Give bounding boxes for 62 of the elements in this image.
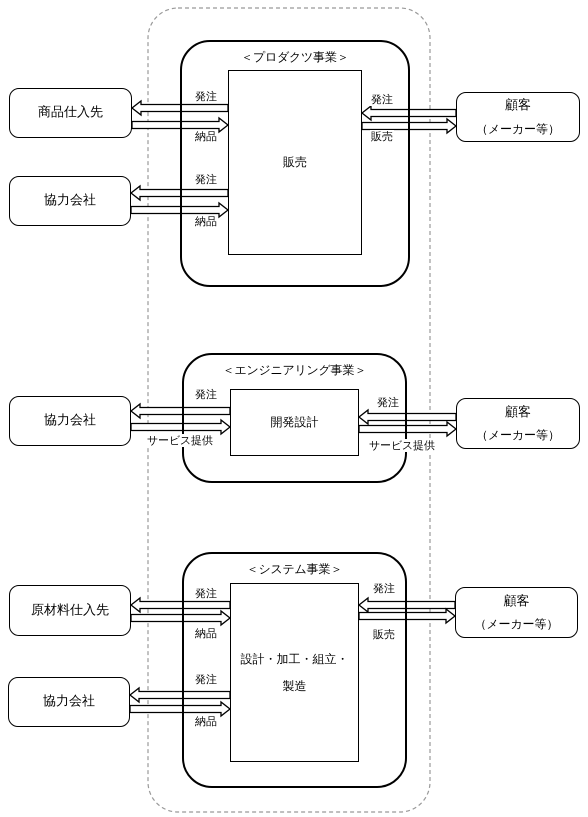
- process-box: [230, 389, 359, 456]
- section-heading: ＜システム事業＞: [246, 562, 342, 576]
- hollow-arrow: [130, 184, 229, 202]
- hollow-arrow: [130, 202, 230, 218]
- hollow-arrow: [130, 596, 231, 614]
- business-container: [182, 552, 407, 788]
- hollow-arrow: [358, 608, 456, 624]
- edge-label: 発注: [376, 396, 400, 410]
- edge-label: 販売: [372, 628, 396, 642]
- edge-label: 発注: [194, 587, 218, 600]
- entity-box: [9, 88, 132, 138]
- hollow-arrow: [358, 596, 456, 614]
- entity-box: [9, 396, 131, 446]
- entity-box: [9, 176, 131, 226]
- node-label: 商品仕入先: [38, 105, 103, 121]
- node-label: 協力会社: [44, 193, 96, 209]
- hollow-arrow: [130, 100, 229, 116]
- edge-label: サービス提供: [146, 434, 214, 448]
- hollow-arrow: [130, 610, 232, 626]
- edge-label: 販売: [370, 130, 394, 144]
- edge-label: 発注: [370, 93, 394, 106]
- hollow-arrow: [360, 104, 457, 122]
- edge-label: 発注: [372, 582, 396, 596]
- edge-label: 発注: [194, 388, 218, 402]
- edge-label: 納品: [194, 627, 218, 640]
- hollow-arrow: [128, 686, 231, 704]
- edge-label: サービス提供: [368, 439, 436, 452]
- section-heading: ＜エンジニアリング事業＞: [222, 363, 366, 378]
- entity-box: [9, 585, 131, 636]
- node-label: 顧客: [505, 98, 531, 114]
- entity-box: [456, 398, 580, 449]
- node-label: 協力会社: [44, 413, 96, 429]
- hollow-arrow: [131, 116, 230, 134]
- hollow-arrow: [130, 402, 231, 420]
- node-label: 協力会社: [43, 694, 95, 710]
- node-sublabel: （メーカー等）: [476, 122, 560, 136]
- hollow-arrow: [129, 700, 232, 718]
- entity-box: [8, 677, 130, 727]
- hollow-arrow: [358, 420, 458, 438]
- node-label: 原材料仕入先: [31, 602, 109, 618]
- process-box: [228, 70, 362, 255]
- edge-label: 納品: [194, 715, 218, 728]
- node-label: 設計・加工・組立・製造: [240, 651, 350, 694]
- hollow-arrow: [358, 408, 457, 426]
- node-label: 開発設計: [270, 414, 320, 432]
- hollow-arrow: [130, 418, 232, 436]
- edge-label: 発注: [194, 90, 218, 104]
- entity-box: [456, 92, 580, 142]
- node-sublabel: （メーカー等）: [476, 428, 560, 442]
- business-container: [180, 40, 410, 287]
- node-label: 顧客: [504, 594, 530, 610]
- section-heading: ＜プロダクツ事業＞: [241, 50, 349, 64]
- process-box: [230, 583, 359, 762]
- entity-box: [455, 587, 578, 638]
- edge-label: 発注: [194, 673, 218, 686]
- hollow-arrow: [361, 118, 458, 134]
- edge-label: 納品: [194, 130, 218, 144]
- node-sublabel: （メーカー等）: [474, 617, 558, 632]
- edge-label: 納品: [194, 215, 218, 228]
- node-label: 販売: [282, 154, 308, 172]
- edge-label: 発注: [194, 173, 218, 186]
- node-label: 顧客: [505, 404, 531, 420]
